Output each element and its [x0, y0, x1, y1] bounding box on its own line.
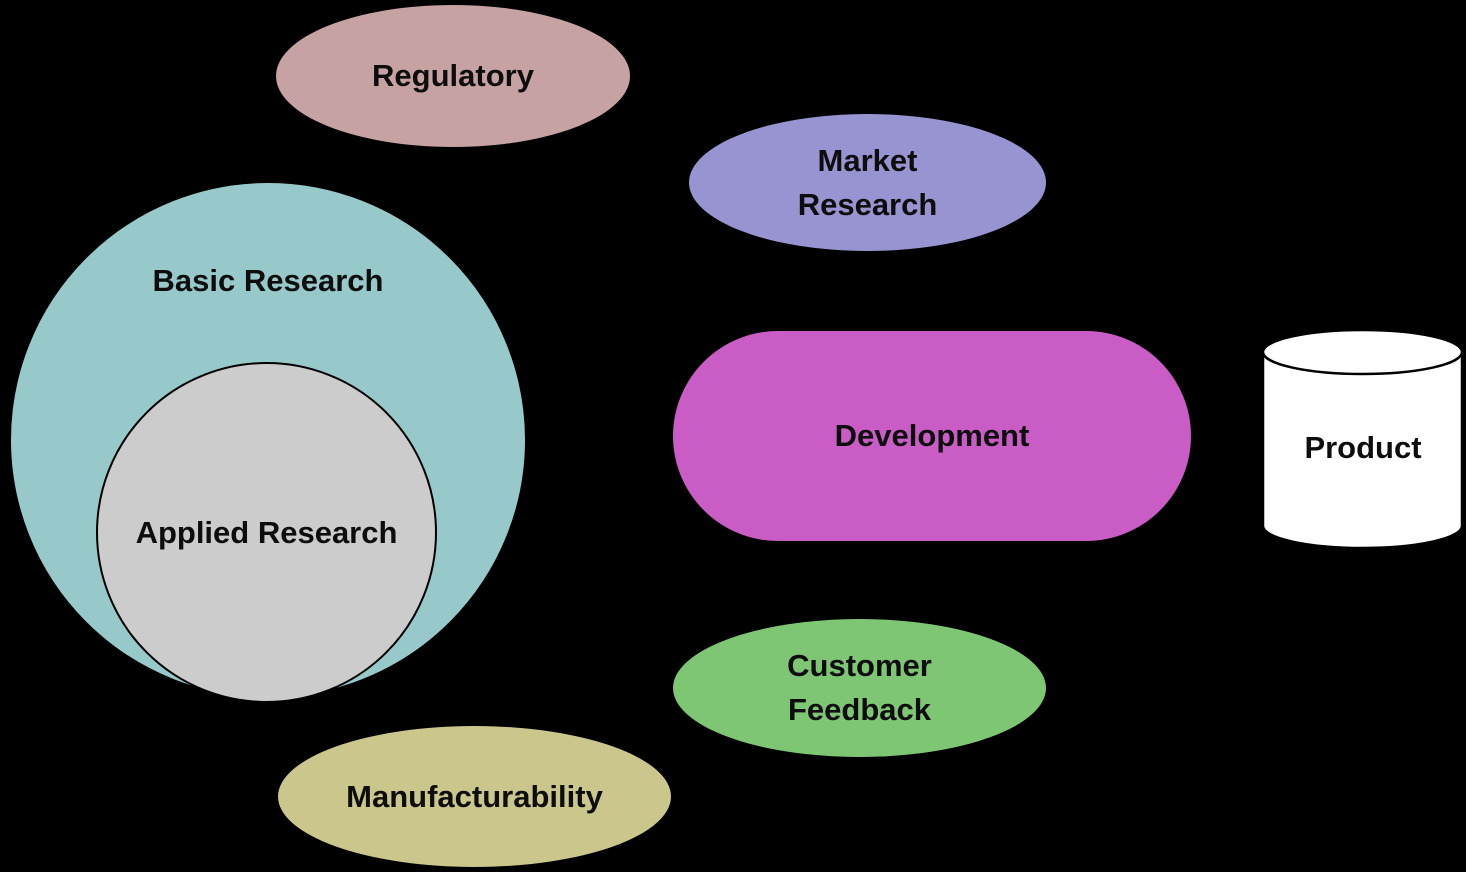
node-applied-research-label: Applied Research [135, 514, 398, 550]
node-regulatory-label: Regulatory [372, 58, 534, 93]
node-market-research-label: Market Research [797, 142, 938, 222]
cylinder-body [1261, 350, 1464, 550]
node-development: Development [672, 330, 1192, 542]
node-regulatory: Regulatory [275, 4, 631, 148]
node-applied-research: Applied Research [96, 362, 437, 703]
node-customer-feedback-label: Customer Feedback [787, 648, 932, 727]
node-product-label: Product [1304, 430, 1422, 465]
node-product: Product [1257, 324, 1466, 556]
node-customer-feedback: Customer Feedback [672, 618, 1047, 758]
node-basic-research-label: Basic Research [152, 263, 384, 298]
node-manufacturability-label: Manufacturability [346, 778, 603, 814]
cylinder-top-ellipse [1261, 328, 1464, 376]
node-market-research: Market Research [688, 113, 1047, 252]
node-manufacturability: Manufacturability [277, 725, 672, 868]
node-development-label: Development [834, 418, 1030, 453]
cylinder-shape [1261, 328, 1464, 550]
